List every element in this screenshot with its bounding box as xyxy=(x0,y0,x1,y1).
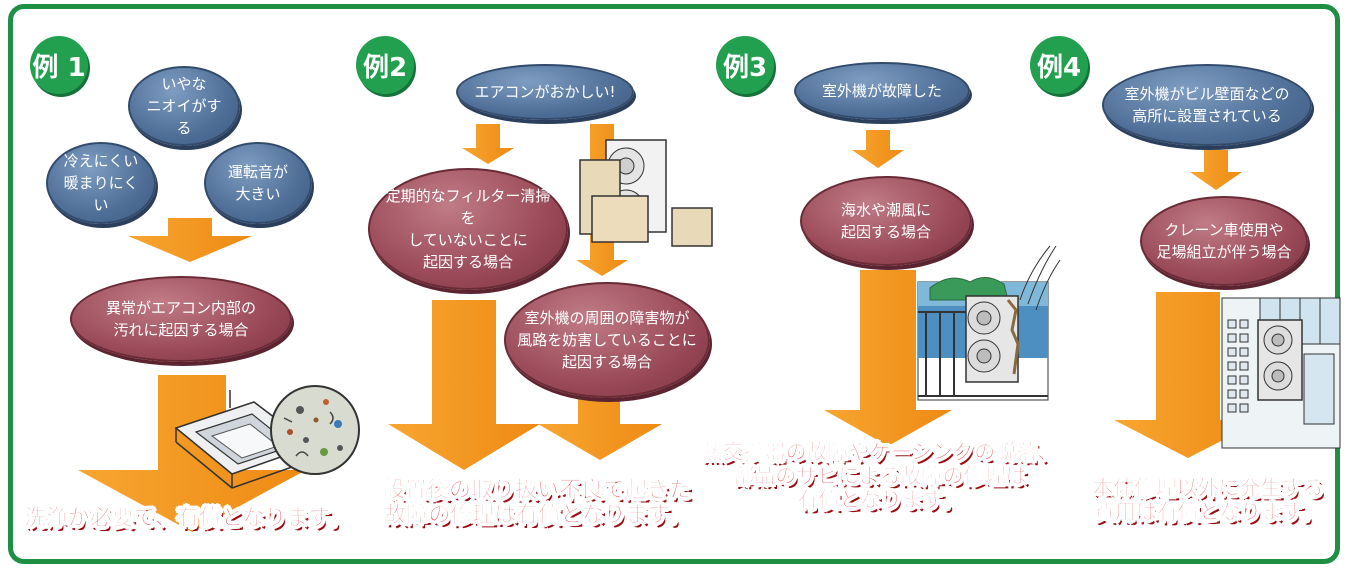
cause-crane-text: クレーン車使用や 足場組立が伴う場合 xyxy=(1156,221,1292,261)
example-1-badge: 例 1 xyxy=(30,36,88,94)
symptom-high-place-text: 室外機がビル壁面などの 高所に設置されている xyxy=(1124,85,1290,125)
example-3-badge: 例3 xyxy=(716,36,774,94)
symptom-high-place-bubble: 室外機がビル壁面などの 高所に設置されている xyxy=(1102,64,1312,146)
cause-crane-bubble: クレーン車使用や 足場組立が伴う場合 xyxy=(1140,196,1308,286)
ex2-arrow-bottom-left xyxy=(388,300,540,470)
ex4-arrow-bottom xyxy=(1114,292,1262,458)
result-mishandling-paid: 設置後の取り扱い不良で起きた 故障の修理は有償となります。 xyxy=(382,478,692,529)
ex1-arrow-bottom xyxy=(78,375,306,532)
ex3-arrow-bottom xyxy=(824,270,952,446)
symptom-odor-bubble: いやな ニオイがする xyxy=(128,66,240,146)
ex2-arrow-bottom-right xyxy=(538,394,662,460)
cause-dirt-text: 異常がエアコン内部の 汚れに起因する場合 xyxy=(105,299,256,339)
ex2-arrow-top-left xyxy=(462,124,514,164)
symptom-ac-strange-text: エアコンがおかしい! xyxy=(474,83,616,101)
cause-filter-text: 定期的なフィルター清掃を していないことに 起因する場合 xyxy=(385,187,551,271)
symptom-noise-bubble: 運転音が 大きい xyxy=(204,142,312,224)
result-cleaning-paid: 洗浄が必要で、有償となります。 xyxy=(23,506,351,532)
outdoor-unit-obstacles-illustration xyxy=(579,139,713,247)
cause-dirt-bubble: 異常がエアコン内部の 汚れに起因する場合 xyxy=(70,276,292,362)
cause-obstacle-bubble: 室外機の周囲の障害物が 風路を妨害していることに 起因する場合 xyxy=(504,282,710,398)
symptom-noise-text: 運転音が 大きい xyxy=(227,163,288,203)
building-wall-illustration xyxy=(1221,297,1341,449)
ex4-arrow-top xyxy=(1190,150,1242,190)
cause-obstacle-text: 室外機の周囲の障害物が 風路を妨害していることに 起因する場合 xyxy=(517,309,697,371)
symptom-temperature-bubble: 冷えにくい 暖まりにくい xyxy=(46,142,156,224)
example-2-badge: 例2 xyxy=(356,36,414,94)
cause-filter-bubble: 定期的なフィルター清掃を していないことに 起因する場合 xyxy=(368,168,568,290)
ex3-arrow-top xyxy=(852,130,904,168)
result-corrosion-paid: 熱交換器の故障やケーシングの脱落、 部品のサビによる故障の修理は 有償となります… xyxy=(701,440,1059,513)
result-extra-cost-paid: 本体修理以外に発生する 費用は有償となります。 xyxy=(1092,476,1324,525)
cause-seawater-text: 海水や潮風に 起因する場合 xyxy=(840,201,931,241)
dirt-magnifier-illustration xyxy=(270,385,360,475)
ex1-arrow-top xyxy=(128,218,252,262)
cause-seawater-bubble: 海水や潮風に 起因する場合 xyxy=(800,176,972,266)
example-4-badge: 例4 xyxy=(1030,36,1088,94)
symptom-temperature-text: 冷えにくい 暖まりにくい xyxy=(63,152,139,214)
symptom-outdoor-failure-bubble: 室外機が故障した xyxy=(794,62,970,120)
seaside-balcony-illustration xyxy=(917,245,1061,401)
symptom-ac-strange-bubble: エアコンがおかしい! xyxy=(456,64,634,120)
symptom-outdoor-failure-text: 室外機が故障した xyxy=(821,82,942,100)
symptom-odor-text: いやな ニオイがする xyxy=(146,75,222,137)
